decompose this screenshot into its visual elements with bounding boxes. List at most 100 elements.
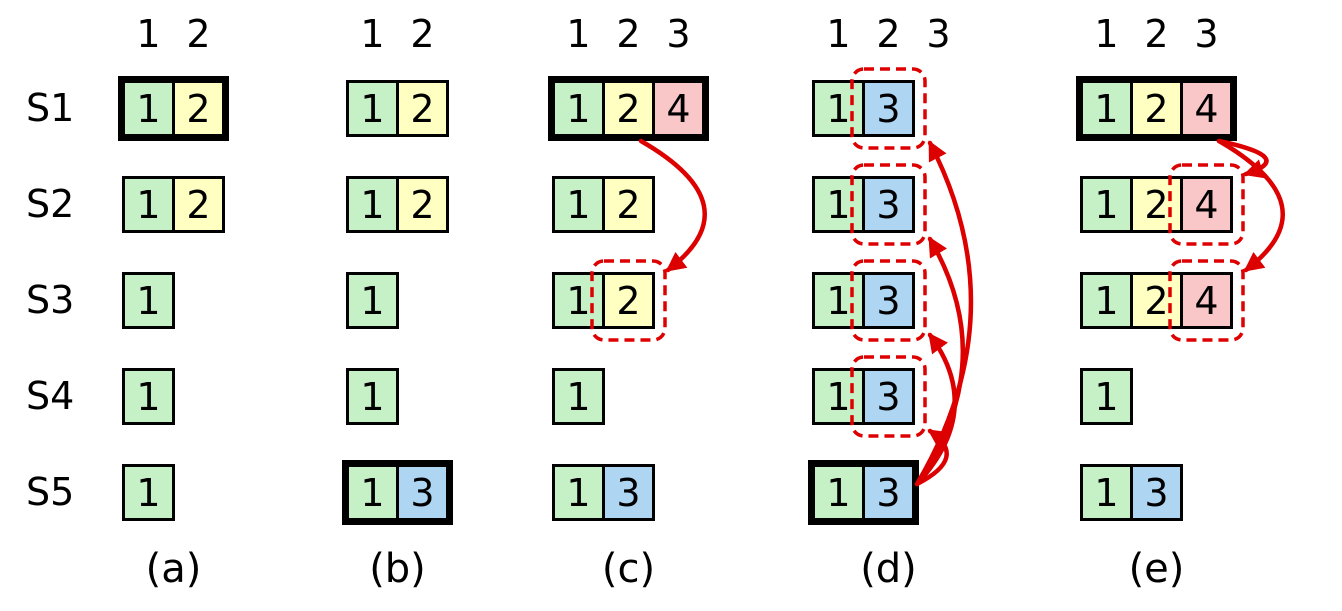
- column-header: 3: [1194, 12, 1219, 56]
- chunk-number: 1: [360, 278, 385, 323]
- chunk-cell: 1: [346, 176, 399, 233]
- chunk-number: 2: [616, 182, 641, 227]
- chunk-cell: 1: [552, 368, 605, 425]
- chunk-number: 4: [1194, 278, 1219, 323]
- chunk-cell: 2: [396, 80, 449, 137]
- chunk-number: 2: [616, 278, 641, 323]
- chunk-number: 1: [360, 470, 385, 515]
- chunk-number: 1: [566, 182, 591, 227]
- panel-label: (b): [369, 546, 426, 592]
- chunk-number: 3: [876, 182, 901, 227]
- chunk-number: 1: [1094, 374, 1119, 419]
- chunk-number: 3: [876, 86, 901, 131]
- chunk-cell: 1: [1080, 272, 1133, 329]
- column-header: 1: [360, 12, 385, 56]
- chunk-number: 1: [136, 182, 161, 227]
- chunk-cell: 2: [1130, 176, 1183, 233]
- chunk-cell: 1: [552, 272, 605, 329]
- migration-arrow: [914, 140, 974, 487]
- chunk-number: 3: [876, 374, 901, 419]
- chunk-cell: 1: [346, 368, 399, 425]
- server-label: S3: [26, 278, 75, 322]
- chunk-cell: 3: [1130, 464, 1183, 521]
- chunk-cell: 4: [652, 80, 705, 137]
- column-header: 2: [410, 12, 435, 56]
- chunk-cell: 1: [122, 272, 175, 329]
- migration-arrow: [914, 428, 950, 487]
- chunk-number: 1: [1094, 86, 1119, 131]
- chunk-number: 1: [360, 182, 385, 227]
- chunk-cell: 3: [862, 80, 915, 137]
- chunk-number: 2: [186, 86, 211, 131]
- chunk-cell: 1: [552, 464, 605, 521]
- column-header: 1: [1094, 12, 1119, 56]
- migration-arrow: [914, 236, 966, 487]
- chunk-number: 2: [1144, 278, 1169, 323]
- chunk-cell: 4: [1180, 272, 1233, 329]
- chunk-cell: 2: [602, 176, 655, 233]
- chunk-number: 1: [1094, 182, 1119, 227]
- chunk-cell: 4: [1180, 80, 1233, 137]
- chunk-cell: 3: [862, 272, 915, 329]
- chunk-number: 1: [566, 374, 591, 419]
- chunk-cell: 3: [862, 368, 915, 425]
- chunk-cell: 1: [122, 464, 175, 521]
- chunk-cell: 3: [602, 464, 655, 521]
- column-header: 1: [566, 12, 591, 56]
- chunk-cell: 2: [1130, 80, 1183, 137]
- panel-label: (e): [1128, 546, 1185, 592]
- chunk-number: 1: [136, 278, 161, 323]
- chunk-cell: 1: [1080, 80, 1133, 137]
- chunk-number: 4: [1194, 182, 1219, 227]
- chunk-number: 1: [1094, 470, 1119, 515]
- chunk-number: 3: [616, 470, 641, 515]
- chunk-cell: 2: [602, 272, 655, 329]
- server-label: S1: [26, 86, 75, 130]
- chunk-number: 1: [136, 374, 161, 419]
- chunk-cell: 3: [862, 464, 915, 521]
- chunk-cell: 1: [1080, 464, 1133, 521]
- chunk-cell: 2: [172, 80, 225, 137]
- chunk-cell: 1: [122, 368, 175, 425]
- column-header: 1: [826, 12, 851, 56]
- chunk-number: 4: [666, 86, 691, 131]
- chunk-cell: 1: [346, 272, 399, 329]
- chunk-number: 2: [410, 86, 435, 131]
- column-header: 2: [616, 12, 641, 56]
- chunk-number: 4: [1194, 86, 1219, 131]
- chunk-cell: 1: [346, 464, 399, 521]
- chunk-number: 3: [1144, 470, 1169, 515]
- server-label: S5: [26, 470, 75, 514]
- chunk-cell: 1: [122, 80, 175, 137]
- panel-label: (a): [145, 546, 202, 592]
- column-header: 2: [876, 12, 901, 56]
- chunk-number: 1: [826, 374, 851, 419]
- chunk-cell: 1: [346, 80, 399, 137]
- column-header: 1: [136, 12, 161, 56]
- chunk-cell: 1: [1080, 176, 1133, 233]
- chunk-number: 3: [876, 278, 901, 323]
- chunk-number: 1: [360, 374, 385, 419]
- chunk-number: 1: [826, 278, 851, 323]
- chunk-number: 1: [826, 470, 851, 515]
- chunk-cell: 3: [396, 464, 449, 521]
- chunk-cell: 1: [552, 80, 605, 137]
- chunk-cell: 2: [1130, 272, 1183, 329]
- chunk-number: 2: [1144, 182, 1169, 227]
- chunk-cell: 1: [812, 80, 865, 137]
- chunk-number: 3: [410, 470, 435, 515]
- chunk-cell: 3: [862, 176, 915, 233]
- chunk-number: 2: [1144, 86, 1169, 131]
- chunk-number: 1: [566, 278, 591, 323]
- chunk-cell: 1: [812, 464, 865, 521]
- server-label: S2: [26, 182, 75, 226]
- chunk-number: 2: [186, 182, 211, 227]
- chunk-cell: 1: [1080, 368, 1133, 425]
- migration-arrow: [1216, 138, 1269, 179]
- chunk-number: 1: [136, 86, 161, 131]
- column-header: 2: [1144, 12, 1169, 56]
- chunk-cell: 1: [122, 176, 175, 233]
- chunk-number: 1: [566, 86, 591, 131]
- chunk-number: 2: [616, 86, 641, 131]
- chunk-cell: 1: [812, 368, 865, 425]
